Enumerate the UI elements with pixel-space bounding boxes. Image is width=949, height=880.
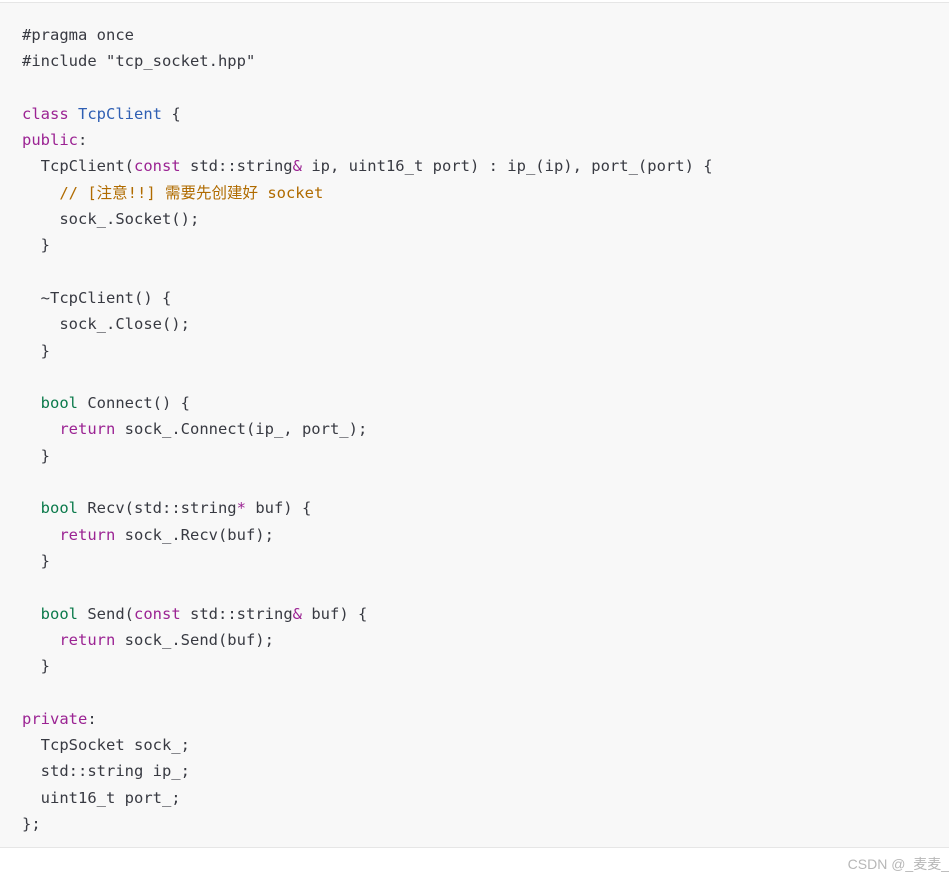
code-token: buf) { (245, 499, 312, 518)
code-token: sock_.Close(); (22, 315, 190, 334)
code-line: // [注意!!] 需要先创建好 socket (22, 180, 713, 206)
code-line: } (22, 443, 713, 469)
code-line (22, 259, 713, 285)
code-line: sock_.Socket(); (22, 206, 713, 232)
code-line: private: (22, 706, 713, 732)
code-token: : (87, 709, 97, 728)
code-line: ~TcpClient() { (22, 285, 713, 311)
code-token: { (162, 104, 181, 123)
code-token: sock_.Recv(buf); (115, 525, 274, 544)
code-line: return sock_.Send(buf); (22, 627, 713, 653)
code-token: & (292, 157, 302, 176)
code-line (22, 574, 713, 600)
code-token: sock_.Send(buf); (115, 630, 274, 649)
code-token: TcpSocket sock_; (22, 736, 190, 755)
code-token: const (134, 604, 181, 623)
code-line: sock_.Close(); (22, 311, 713, 337)
code-token: // [注意!!] 需要先创建好 socket (22, 183, 324, 202)
code-token: & (292, 604, 302, 623)
code-line: } (22, 338, 713, 364)
code-token: TcpClient( (22, 157, 134, 176)
code-token: Recv(std::string (78, 499, 237, 518)
code-token: sock_.Connect(ip_, port_); (115, 420, 368, 439)
code-token: return (59, 525, 116, 544)
code-line: bool Connect() { (22, 390, 713, 416)
code-token: } (22, 446, 50, 465)
code-line: std::string ip_; (22, 758, 713, 784)
code-token (22, 499, 41, 517)
code-token: return (59, 420, 116, 439)
code-token: } (22, 657, 50, 676)
code-token: std::string ip_; (22, 762, 190, 781)
code-token: std::string (180, 157, 293, 176)
code-token: : (78, 131, 88, 150)
code-token: private (22, 709, 88, 728)
code-token: return (59, 630, 116, 649)
code-line (22, 679, 713, 705)
code-token (22, 394, 41, 412)
code-token (22, 420, 59, 438)
code-token: Send( (78, 604, 134, 623)
code-line: TcpClient(const std::string& ip, uint16_… (22, 153, 713, 179)
code-line (22, 469, 713, 495)
watermark: CSDN @_麦麦_ (847, 856, 949, 872)
code-line: } (22, 653, 713, 679)
code-token: }; (22, 814, 41, 833)
code-content: #pragma once #include "tcp_socket.hpp"cla… (22, 22, 713, 837)
code-line: uint16_t port_; (22, 785, 713, 811)
code-token: #pragma once (22, 26, 134, 44)
code-token: } (22, 236, 50, 255)
code-token: public (22, 131, 78, 150)
code-line (22, 364, 713, 390)
code-token: Connect() { (78, 394, 190, 413)
code-token: std::string (180, 604, 293, 623)
code-token: bool (40, 604, 78, 623)
code-line: TcpSocket sock_; (22, 732, 713, 758)
code-token: buf) { (302, 604, 368, 623)
code-token: } (22, 341, 50, 360)
code-token (22, 526, 59, 544)
code-token: ip, uint16_t port) : ip_(ip), port_(port… (301, 157, 713, 176)
code-line: } (22, 232, 713, 258)
code-token: bool (40, 394, 78, 413)
code-line (22, 75, 713, 101)
code-line: return sock_.Recv(buf); (22, 522, 713, 548)
code-line: }; (22, 811, 713, 837)
code-token: #include "tcp_socket.hpp" (22, 52, 256, 71)
code-line: bool Send(const std::string& buf) { (22, 601, 713, 627)
code-line: class TcpClient { (22, 101, 713, 127)
code-line: public: (22, 127, 713, 153)
code-line: } (22, 548, 713, 574)
code-block: #pragma once #include "tcp_socket.hpp"cla… (0, 2, 949, 848)
code-line: return sock_.Connect(ip_, port_); (22, 416, 713, 442)
code-token: const (133, 157, 181, 176)
code-line: #pragma once (22, 22, 713, 48)
code-token: TcpClient (78, 104, 162, 123)
code-line: bool Recv(std::string* buf) { (22, 495, 713, 521)
code-line: #include "tcp_socket.hpp" (22, 48, 713, 74)
code-token: } (22, 551, 50, 570)
code-token (22, 605, 41, 623)
code-token: class (22, 104, 78, 123)
code-token: sock_.Socket(); (22, 210, 200, 229)
code-token: uint16_t port_; (22, 788, 181, 807)
code-token: * (236, 499, 246, 518)
code-token (22, 631, 59, 649)
code-token: bool (40, 499, 78, 518)
code-token: ~TcpClient() { (22, 288, 172, 307)
